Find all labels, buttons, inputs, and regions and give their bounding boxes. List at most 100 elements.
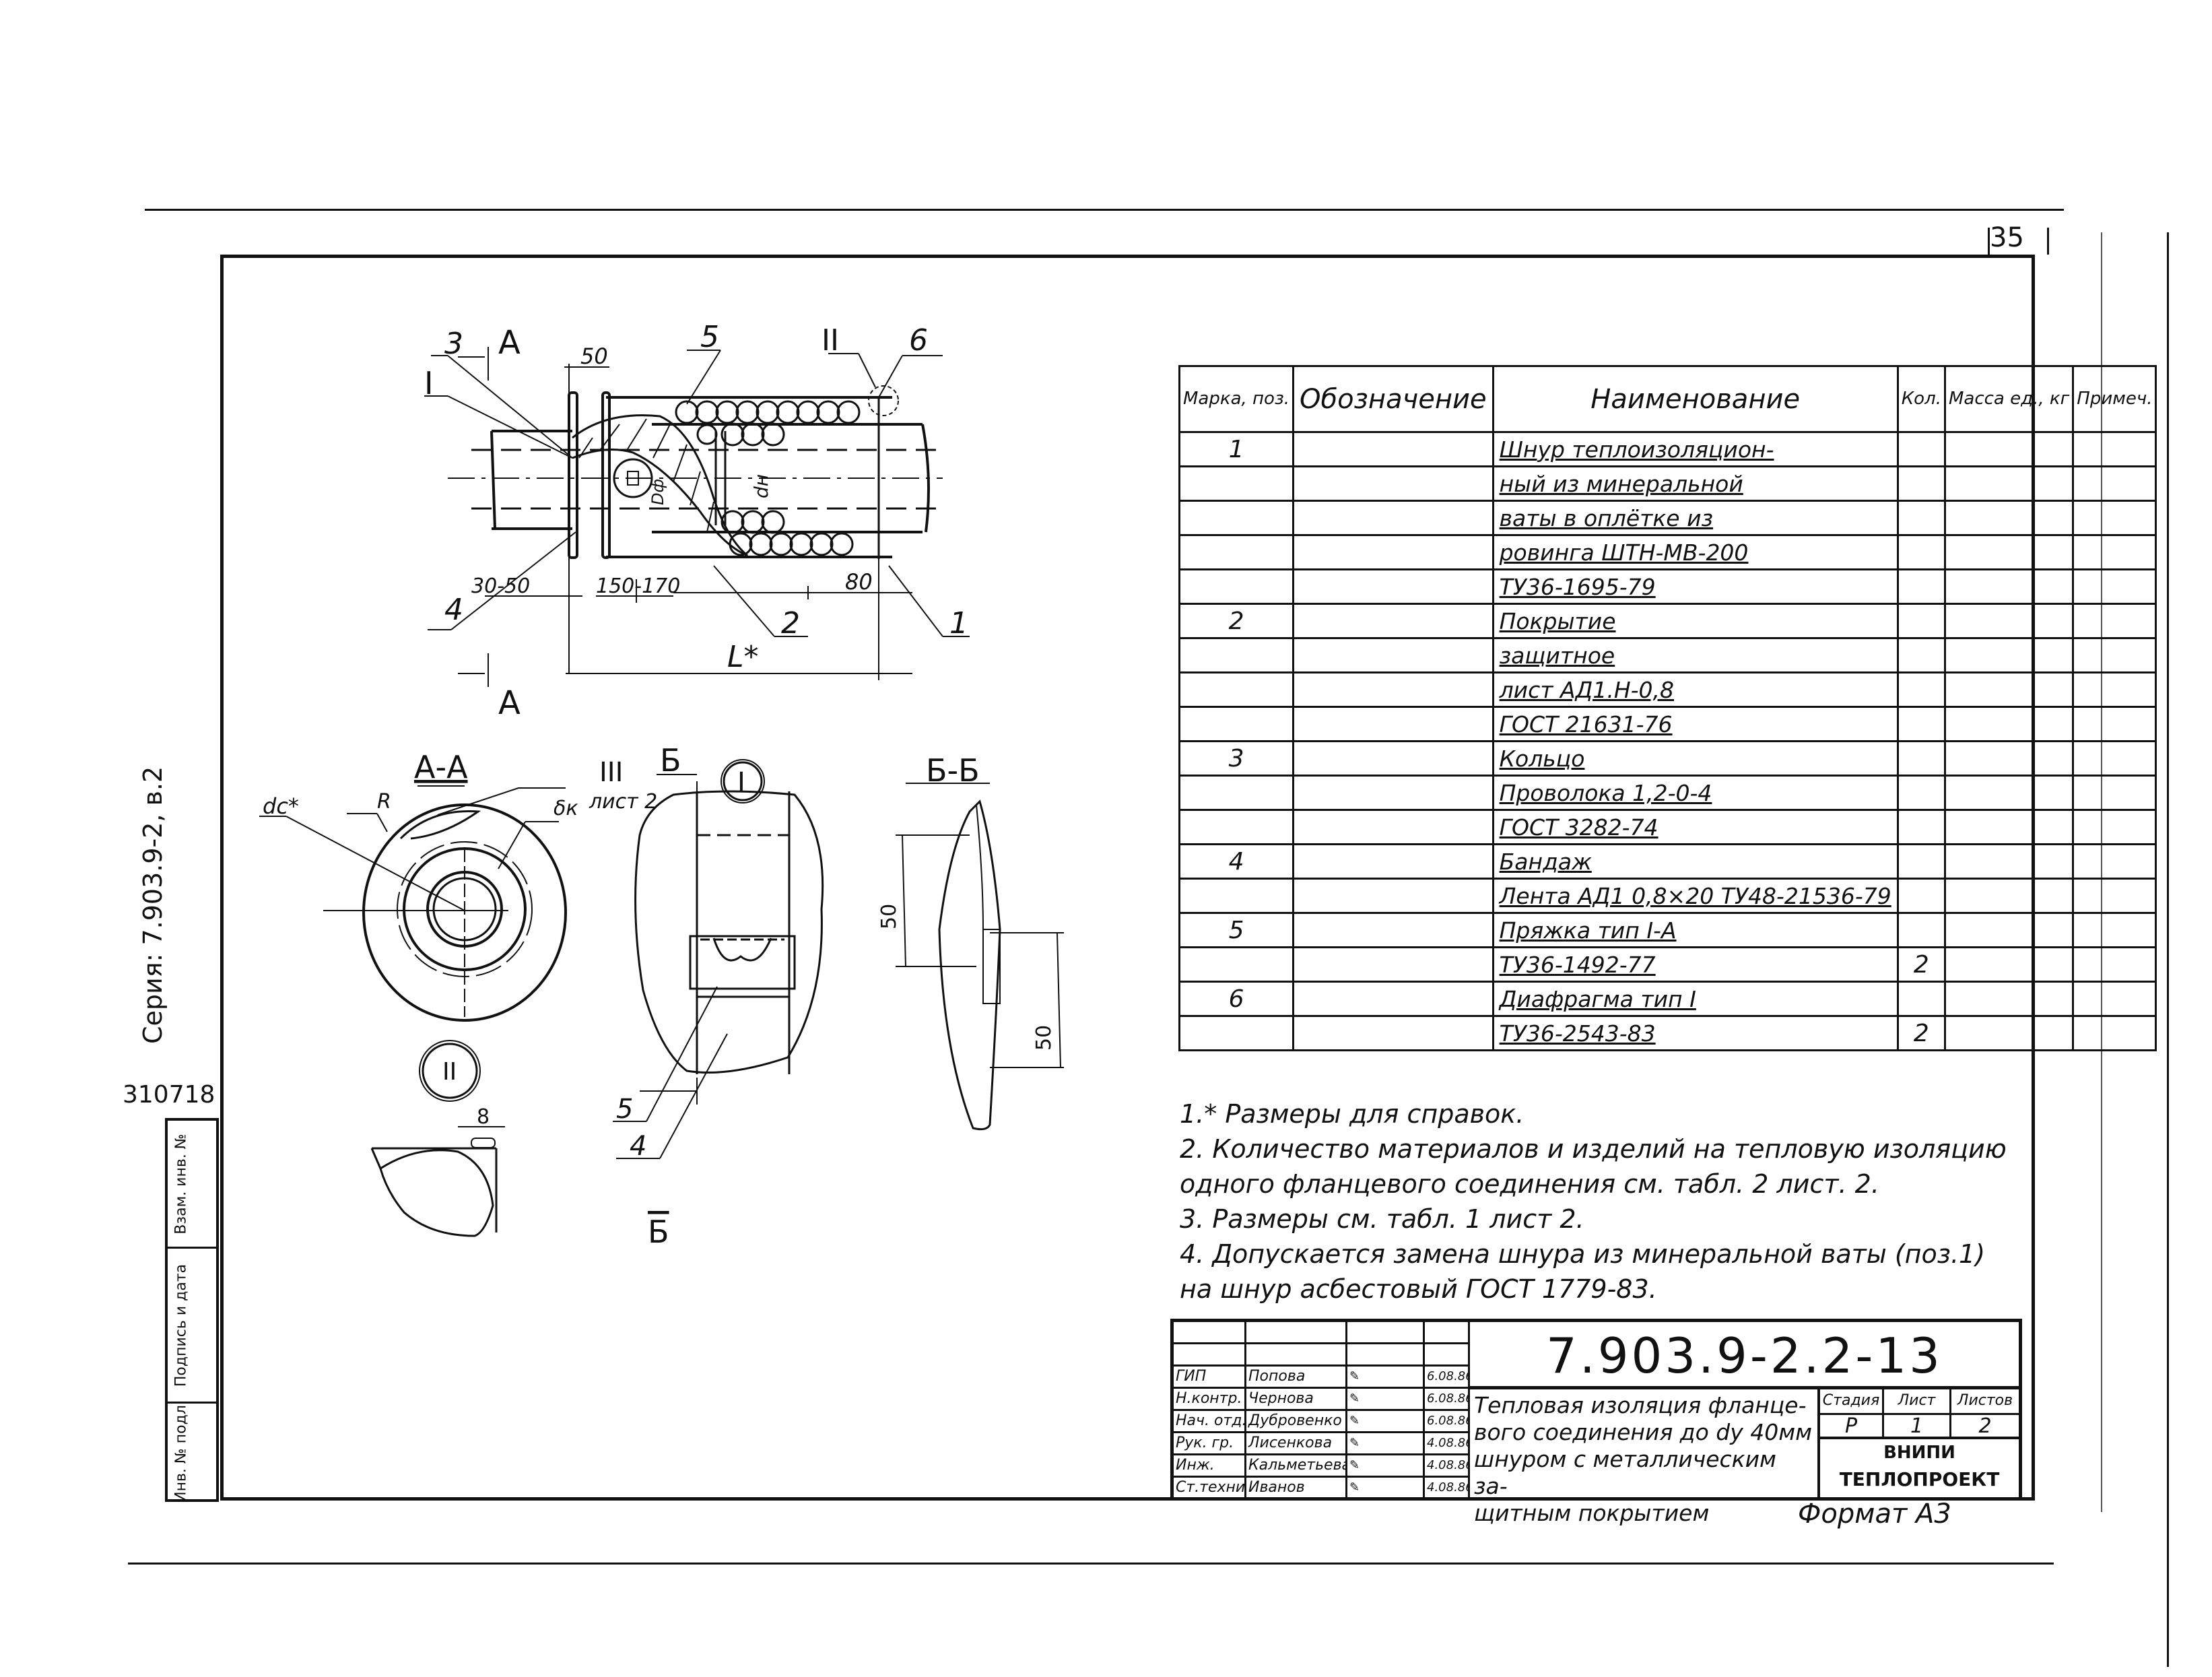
dim-150-170: 150-170 [596, 574, 680, 598]
spec-cell-note [2072, 671, 2157, 708]
spec-cell-pos [1178, 775, 1295, 811]
spec-row: ваты в оплётке из [1178, 500, 2157, 536]
section-bb-title: Б-Б [926, 752, 980, 789]
spec-cell-note [2072, 946, 2157, 983]
spec-cell-mass [1943, 500, 2075, 536]
spec-cell-note [2072, 912, 2157, 948]
leader-5: 5 [700, 320, 719, 354]
col-header-qty: Кол. [1896, 365, 1946, 433]
spec-row: ный из минеральной [1178, 465, 2157, 502]
spec-cell-note [2072, 740, 2157, 777]
spec-cell-name: защитное [1492, 637, 1899, 673]
spec-cell-pos [1178, 637, 1295, 673]
document-code: 7.903.9-2.2-13 [1470, 1322, 2019, 1389]
outer-frame-bottom [128, 1563, 2054, 1565]
spec-row: ТУ36-1695-79 [1178, 568, 2157, 605]
col-header-name: Наименование [1492, 365, 1899, 433]
signature-row: Инж.Кальметьева✎4.08.86 [1174, 1455, 1470, 1478]
leader-2: 2 [781, 606, 800, 640]
dim-80: 80 [845, 569, 873, 595]
stage-value: Р [1820, 1415, 1884, 1438]
spec-cell-designation [1292, 706, 1494, 742]
col-header-designation: Обозначение [1292, 365, 1494, 433]
spec-cell-pos: 4 [1178, 843, 1295, 880]
spec-cell-qty [1896, 912, 1946, 948]
detail-i-leader-5: 5 [616, 1094, 633, 1125]
spec-cell-note [2072, 500, 2157, 536]
signature-signature: ✎ [1347, 1389, 1425, 1409]
signature-role: ГИП [1174, 1367, 1246, 1387]
spec-cell-qty [1896, 775, 1946, 811]
document-title: Тепловая изоляция фланце- вого соединени… [1470, 1389, 1820, 1526]
spec-cell-pos [1178, 946, 1295, 983]
signature-date [1425, 1344, 1470, 1364]
spec-cell-name: Бандаж [1492, 843, 1899, 880]
spec-cell-pos [1178, 465, 1295, 502]
spec-cell-pos: 2 [1178, 603, 1295, 639]
spec-cell-mass [1943, 534, 2075, 570]
label-dc: dс* [263, 793, 299, 819]
spec-cell-name: ваты в оплётке из [1492, 500, 1899, 536]
spec-cell-qty [1896, 637, 1946, 673]
section-mark-a-bottom: А [498, 684, 521, 722]
spec-cell-qty [1896, 809, 1946, 845]
spec-cell-name: Шнур теплоизоляцион- [1492, 431, 1899, 467]
dim-bb-50-left: 50 [877, 904, 901, 929]
spec-row: ГОСТ 3282-74 [1178, 809, 2157, 845]
spec-cell-qty [1896, 500, 1946, 536]
spec-cell-pos: 5 [1178, 912, 1295, 948]
spec-cell-qty [1896, 671, 1946, 708]
spec-row: ровинга ШТН-МВ-200 [1178, 534, 2157, 570]
spec-cell-pos [1178, 706, 1295, 742]
spec-cell-mass [1943, 775, 2075, 811]
signature-date: 4.08.86 [1425, 1478, 1470, 1498]
spec-cell-qty [1896, 981, 1946, 1017]
signature-name: Попова [1246, 1367, 1347, 1387]
spec-cell-note [2072, 843, 2157, 880]
section-bb-view [896, 783, 1064, 1131]
signature-role: Н.контр. [1174, 1389, 1246, 1409]
spec-cell-designation [1292, 946, 1494, 983]
signature-row: Н.контр.Чернова✎6.08.86 [1174, 1389, 1470, 1411]
sheets-value: 2 [1978, 1414, 1992, 1438]
signature-row: Нач. отд.Дубровенко✎6.08.86 [1174, 1411, 1470, 1433]
spec-cell-mass [1943, 465, 2075, 502]
spec-cell-name: ТУ36-1695-79 [1492, 568, 1899, 605]
section-mark-b-bottom: Б [648, 1214, 669, 1250]
spec-cell-note [2072, 465, 2157, 502]
spec-cell-name: Покрытие [1492, 603, 1899, 639]
spec-cell-mass [1943, 912, 2075, 948]
col-header-mark: Марка, поз. [1178, 365, 1295, 433]
spec-header-row: Марка, поз. Обозначение Наименование Кол… [1178, 365, 2157, 433]
spec-cell-name: Кольцо [1492, 740, 1899, 777]
dim-50: 50 [580, 343, 608, 369]
signature-date: 6.08.86 [1425, 1389, 1470, 1409]
spec-cell-name: ровинга ШТН-МВ-200 [1492, 534, 1899, 570]
signature-signature [1347, 1322, 1425, 1342]
spec-row: 2 Покрытие [1178, 603, 2157, 639]
note-line: 3. Размеры см. табл. 1 лист 2. [1180, 1204, 1584, 1234]
spec-cell-mass [1943, 568, 2075, 605]
spec-cell-pos [1178, 568, 1295, 605]
spec-cell-qty [1896, 568, 1946, 605]
spec-cell-qty [1896, 534, 1946, 570]
spec-cell-designation [1292, 671, 1494, 708]
signature-date: 6.08.86 [1425, 1367, 1470, 1387]
spec-cell-designation [1292, 637, 1494, 673]
detail-i-title: I [737, 767, 745, 798]
outer-frame-right [2167, 232, 2169, 1667]
spec-cell-note [2072, 603, 2157, 639]
signature-date: 4.08.86 [1425, 1433, 1470, 1453]
spec-cell-note [2072, 706, 2157, 742]
signature-row [1174, 1344, 1470, 1367]
dim-bb-50-right: 50 [1032, 1025, 1056, 1051]
spec-cell-note [2072, 534, 2157, 570]
spec-cell-name: Проволока 1,2-0-4 [1492, 775, 1899, 811]
spec-cell-note [2072, 568, 2157, 605]
spec-cell-qty: 2 [1896, 1015, 1946, 1051]
